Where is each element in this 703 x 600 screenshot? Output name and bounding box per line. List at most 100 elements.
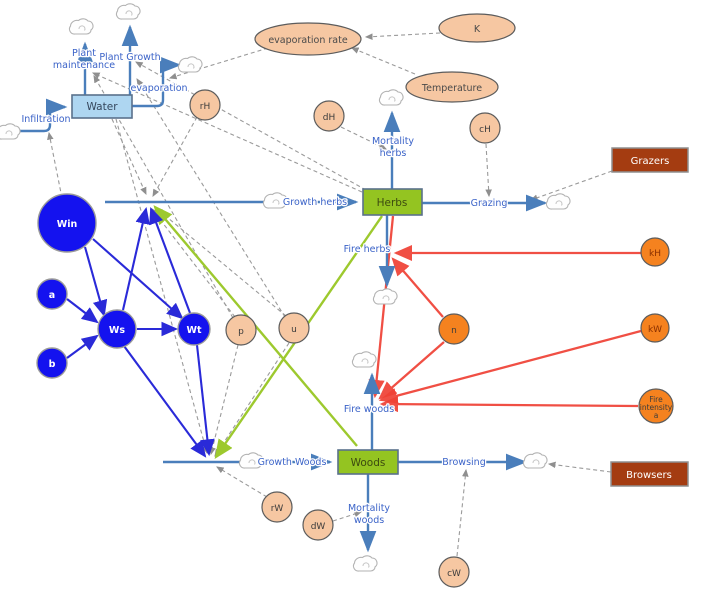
cloud-evaporation-sink[interactable] — [177, 56, 203, 73]
converter-dW[interactable] — [302, 509, 334, 541]
flow-evaporation-label: evaporation — [130, 83, 187, 94]
link-b-ws — [66, 334, 99, 359]
flow-mortality-herbs-label-1: Mortality — [372, 136, 414, 147]
cloud-fire-herbs-sink[interactable] — [372, 288, 398, 305]
converter-K[interactable] — [438, 13, 516, 43]
link-cW-browsing — [456, 468, 469, 557]
flow-plant-growth-label: Plant Growth — [99, 52, 160, 63]
converter-evaporation-rate[interactable] — [254, 22, 362, 56]
link-fire-intensity-fire-woods — [379, 396, 639, 413]
var-a[interactable] — [36, 278, 68, 310]
param-n-label: n — [451, 326, 457, 336]
link-water-growth-woods — [115, 118, 209, 455]
link-a-ws — [66, 298, 99, 324]
link-ws-growth-woods — [123, 345, 207, 458]
converter-cW-label: cW — [447, 569, 461, 579]
flow-fire-woods-label: Fire woods — [344, 404, 394, 415]
param-fire-intensity[interactable] — [638, 388, 674, 424]
link-cH-grazing — [485, 143, 492, 198]
flow-plant-maintenance-label-2: maintenance — [53, 60, 115, 71]
converter-rH[interactable] — [189, 89, 221, 121]
converter-p[interactable] — [225, 314, 257, 346]
flow-fire-herbs-label: Fire herbs — [344, 244, 391, 255]
converter-evaporation-rate-label: evaporation rate — [268, 35, 348, 46]
flow-infiltration-label: Infiltration — [21, 114, 70, 125]
link-n-fire-woods — [378, 341, 445, 400]
flow-pipes — [20, 24, 548, 553]
param-fire-intensity-label-2: intensity — [640, 403, 673, 412]
converter-p-label: p — [238, 327, 244, 337]
link-temperature-evaporation-rate — [350, 47, 416, 75]
link-water-growth-herbs — [111, 118, 147, 196]
link-herbs-plant-growth — [135, 61, 367, 191]
flow-growth-herbs-label: Growth herbs — [283, 197, 347, 208]
converter-temperature-label: Temperature — [421, 83, 482, 94]
param-fire-intensity-label-3: a — [654, 411, 659, 420]
link-grazers-grazing — [529, 170, 613, 201]
link-p-growth-herbs — [151, 208, 236, 318]
var-a-label: a — [49, 290, 55, 301]
flow-grazing-label: Grazing — [471, 198, 508, 209]
stock-water-label: Water — [86, 101, 118, 113]
cloud-browsing-sink[interactable] — [522, 452, 548, 469]
red-influence-links — [368, 215, 642, 413]
converter-cH[interactable] — [469, 112, 501, 144]
var-win[interactable] — [37, 193, 97, 253]
cloud-mortality-woods-sink[interactable] — [352, 555, 378, 572]
flow-growth-woods-label: Growth Woods — [258, 457, 327, 468]
param-kH[interactable] — [640, 237, 670, 267]
link-p-growth-woods — [209, 344, 239, 456]
agent-browsers[interactable] — [610, 461, 689, 487]
param-fire-intensity-label-1: Fire — [649, 395, 663, 404]
link-rH-growth-herbs — [152, 116, 198, 197]
flow-mortality-herbs-label-2: herbs — [380, 148, 407, 159]
param-kW[interactable] — [640, 313, 670, 343]
flow-mortality-woods-label-1: Mortality — [348, 503, 390, 514]
link-n-fire-herbs — [391, 257, 444, 318]
converter-dW-label: dW — [311, 522, 326, 532]
flow-browsing-label: Browsing — [442, 457, 485, 468]
var-b[interactable] — [36, 347, 68, 379]
cloud-infiltration-source[interactable] — [0, 123, 21, 140]
cloud-mortality-herbs-sink[interactable] — [378, 89, 404, 106]
link-dW-mortality-woods — [332, 510, 363, 522]
agent-grazers-label: Grazers — [631, 156, 670, 167]
link-u-growth-woods — [214, 342, 290, 457]
stock-herbs-label: Herbs — [377, 197, 408, 209]
link-win-wt — [92, 238, 184, 320]
converter-cH-label: cH — [479, 125, 491, 135]
link-u-growth-herbs — [155, 207, 287, 317]
link-K-evaporation-rate — [364, 32, 441, 40]
param-n[interactable] — [438, 313, 470, 345]
cloud-plant-maintenance-sink[interactable] — [68, 18, 94, 35]
stock-herbs[interactable] — [362, 188, 423, 216]
param-kW-label: kW — [648, 325, 662, 335]
converter-u-label: u — [291, 325, 297, 335]
stock-water[interactable] — [71, 94, 133, 119]
flow-plant-maintenance-label-1: Plant — [72, 48, 96, 59]
link-win-ws — [83, 246, 108, 318]
converter-rW-label: rW — [271, 504, 284, 514]
var-ws[interactable] — [97, 309, 137, 349]
link-wt-growth-woods — [195, 344, 215, 457]
converter-dH-label: dH — [323, 113, 335, 123]
converter-dH[interactable] — [313, 100, 345, 132]
link-kW-fire-woods — [378, 329, 642, 404]
var-ws-label: Ws — [109, 325, 125, 336]
flow-infiltration — [20, 98, 68, 133]
agent-grazers[interactable] — [611, 147, 689, 173]
converter-temperature[interactable] — [405, 71, 499, 103]
link-herbs-fire-woods — [368, 215, 395, 399]
converter-u[interactable] — [278, 312, 310, 344]
stock-woods[interactable] — [337, 449, 399, 475]
converter-rW[interactable] — [261, 491, 293, 523]
link-dH-mortality-herbs — [340, 126, 387, 150]
cloud-plant-growth-sink[interactable] — [115, 3, 141, 20]
cloud-fire-woods-sink[interactable] — [351, 351, 377, 368]
var-wt[interactable] — [177, 312, 211, 346]
var-wt-label: Wt — [186, 325, 201, 336]
converter-cW[interactable] — [438, 556, 470, 588]
cloud-grazing-sink[interactable] — [545, 193, 571, 210]
